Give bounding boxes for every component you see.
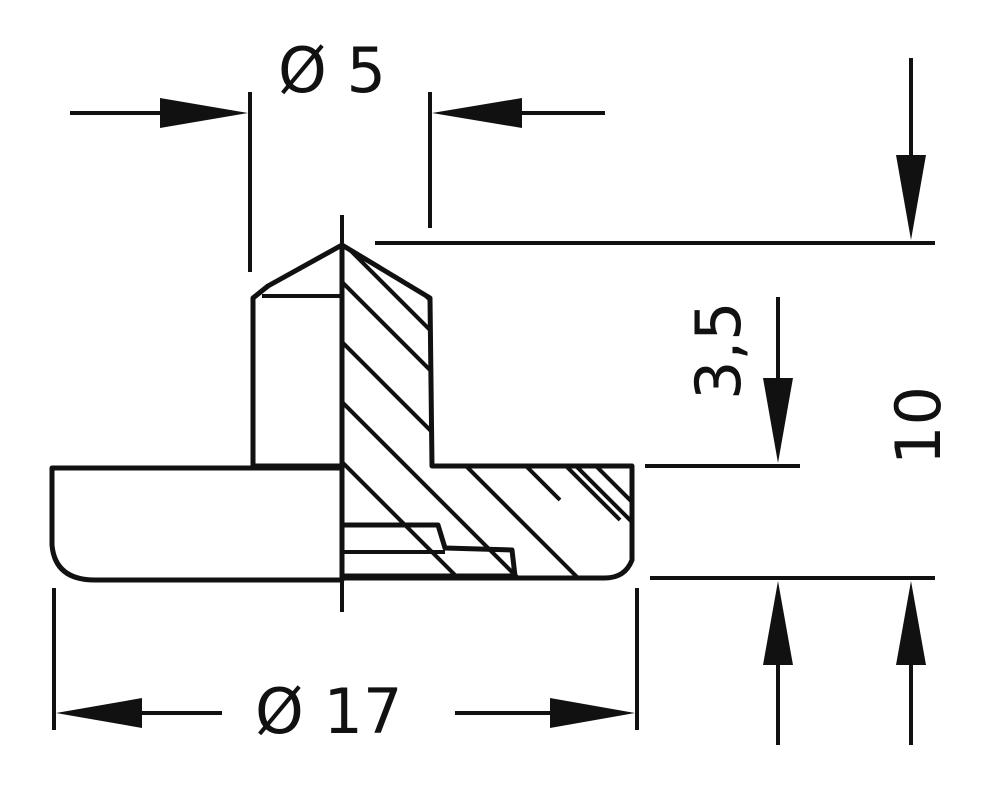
pin-diameter-label: Ø 5: [278, 34, 386, 107]
extension-lines: [375, 241, 935, 580]
base-height-label: 3,5: [682, 301, 755, 400]
part-body: [49, 242, 635, 583]
base-left-half: [49, 465, 345, 583]
section-right-half: [339, 242, 635, 581]
total-height-label: 10: [882, 386, 955, 465]
base-diameter-label: Ø 17: [255, 675, 402, 748]
pin-diameter-dimension: Ø 5: [70, 34, 605, 272]
total-height-dimension: 10: [882, 58, 955, 745]
section-hatching: [342, 245, 632, 578]
base-diameter-dimension: Ø 17: [52, 588, 639, 748]
base-height-dimension: 3,5: [682, 297, 793, 745]
pin-left-half: [250, 242, 345, 469]
